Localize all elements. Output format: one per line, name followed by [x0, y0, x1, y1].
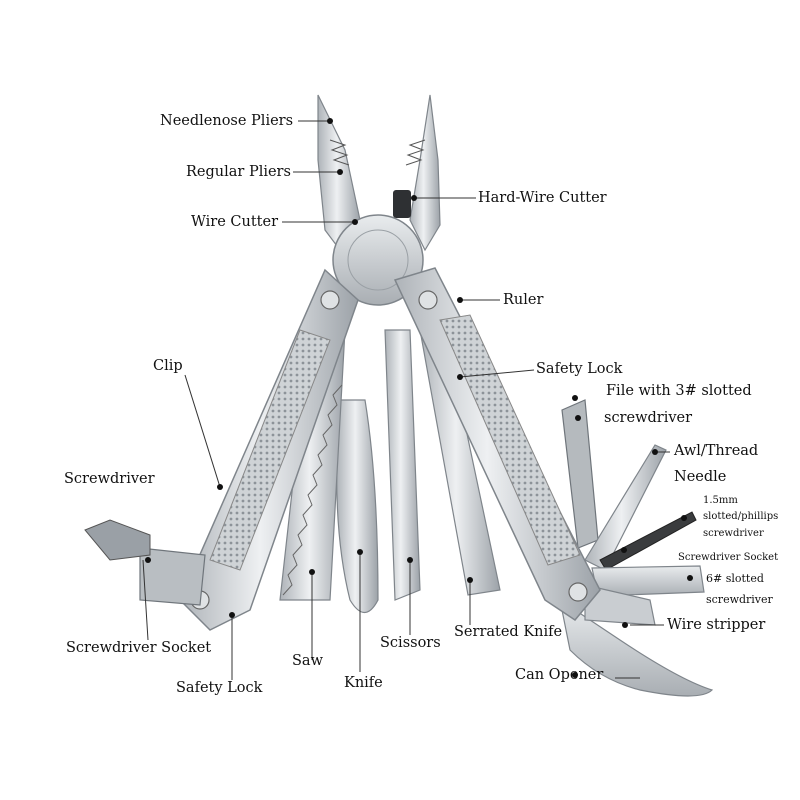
jaw-teeth-right: [405, 139, 426, 166]
can-opener-tool: [559, 598, 714, 697]
handle-right-grip: [439, 314, 581, 566]
screwdriver-socket-tool: [139, 547, 206, 606]
label-wire-stripper: Wire stripper: [667, 617, 766, 633]
label-safety-lock-lower: Safety Lock: [176, 680, 263, 696]
label-regular-pliers: Regular Pliers: [186, 164, 291, 180]
screwdriver-bit: [84, 519, 151, 561]
awl-tool: [584, 444, 667, 571]
label-hard-wire-cutter: Hard-Wire Cutter: [478, 190, 607, 206]
hard-wire-cutter-insert: [393, 190, 411, 218]
label-phillips-line1: 1.5mm: [703, 495, 738, 506]
pliers-jaw-right: [409, 94, 441, 252]
label-ruler: Ruler: [503, 292, 544, 308]
label-needlenose-pliers: Needlenose Pliers: [160, 113, 294, 129]
label-screwdriver: Screwdriver: [64, 471, 155, 487]
handle-left-grip: [209, 329, 331, 571]
screw-right-bottom: [568, 582, 588, 602]
leader-lines: [142, 120, 670, 680]
label-safety-lock-upper: Safety Lock: [536, 361, 623, 377]
label-screwdriver-socket-right: Screwdriver Socket: [678, 552, 779, 563]
label-screwdriver-socket-left: Screwdriver Socket: [66, 640, 212, 656]
label-phillips-line3: screwdriver: [703, 528, 764, 539]
label-saw: Saw: [292, 653, 323, 669]
label-phillips-line2: slotted/phillips: [703, 511, 779, 522]
screw-left-top: [320, 290, 340, 310]
label-slotted6-line1: 6# slotted: [706, 572, 764, 585]
saw-teeth: [282, 384, 343, 596]
screw-right-top: [418, 290, 438, 310]
label-awl-line1: Awl/Thread: [674, 443, 759, 459]
knife-blade: [336, 399, 379, 614]
label-serrated-knife: Serrated Knife: [454, 624, 563, 640]
label-wire-cutter: Wire Cutter: [191, 214, 279, 230]
label-can-opener: Can Opener: [515, 667, 604, 683]
scissors-blade: [384, 329, 421, 601]
phillips-screwdriver-tool: [599, 511, 697, 571]
leader-dots: [145, 118, 693, 678]
label-knife: Knife: [344, 675, 383, 691]
label-clip: Clip: [153, 358, 183, 374]
label-scissors: Scissors: [380, 635, 441, 651]
label-awl-line2: Needle: [674, 469, 727, 485]
label-file-line2: screwdriver: [604, 410, 693, 426]
jaw-teeth-left: [329, 139, 350, 166]
label-file-line1: File with 3# slotted: [606, 383, 752, 399]
label-slotted6-line2: screwdriver: [706, 593, 773, 606]
